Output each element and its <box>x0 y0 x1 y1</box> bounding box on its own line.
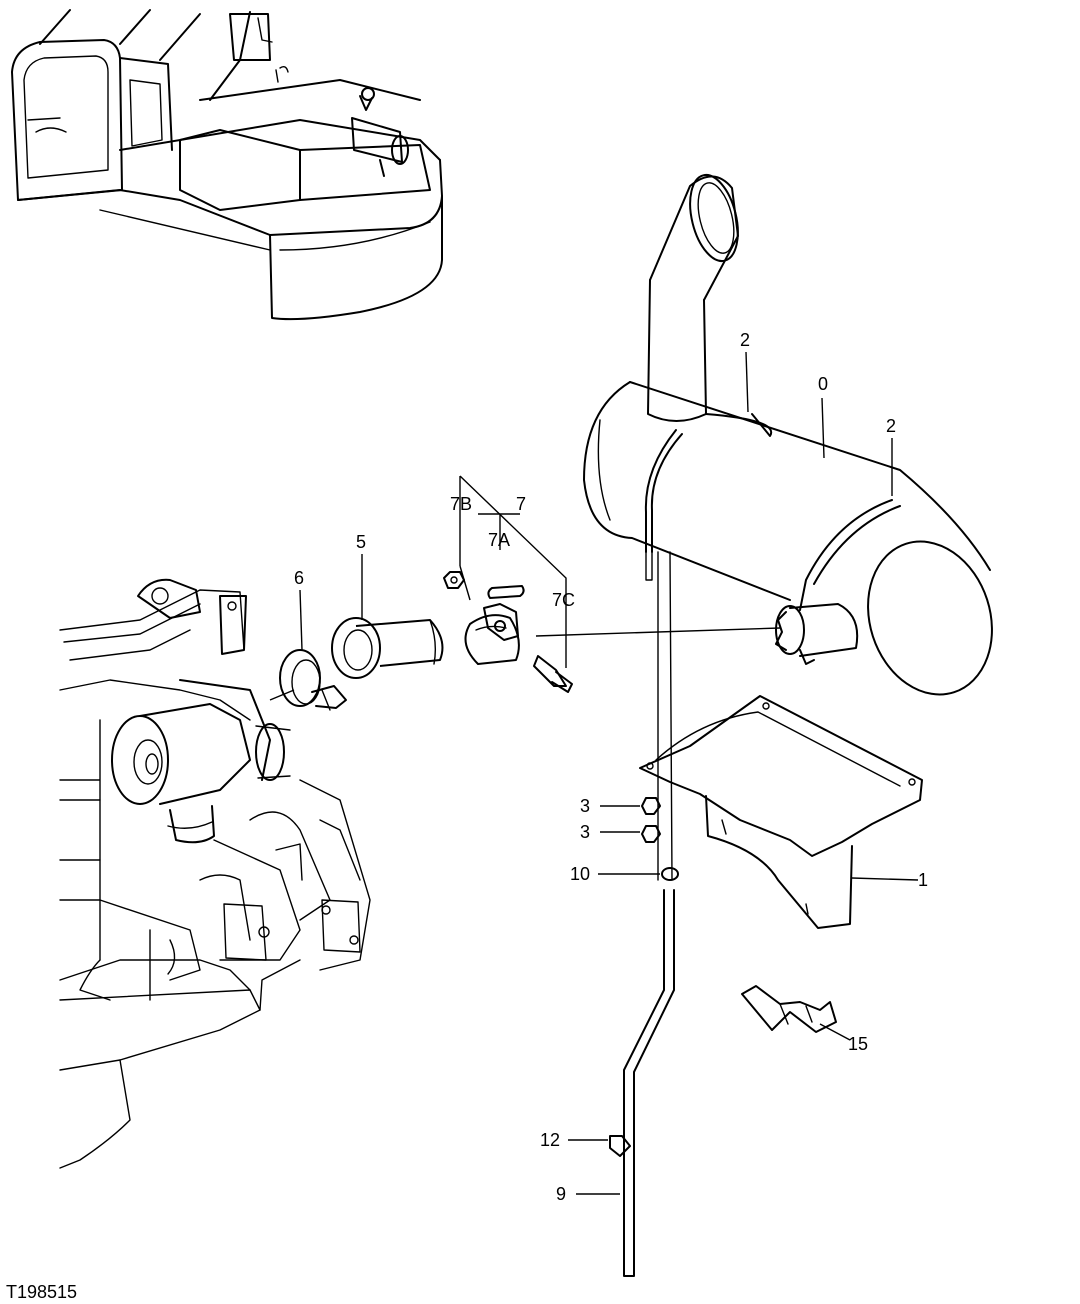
exhaust-pipe-part-5 <box>331 617 444 679</box>
callout-3-upper: 3 <box>580 796 590 816</box>
callout-7c: 7C <box>552 590 575 610</box>
engine-block <box>59 578 371 1169</box>
callout-0: 0 <box>818 374 828 394</box>
clip-part-12 <box>568 1135 631 1157</box>
callout-10: 10 <box>570 864 590 884</box>
callout-5: 5 <box>356 532 366 552</box>
callout-3-lower: 3 <box>580 822 590 842</box>
figure-id: T198515 <box>6 1282 77 1302</box>
callout-15: 15 <box>848 1034 868 1054</box>
callout-2-left: 2 <box>740 330 750 350</box>
nut-part-3-upper <box>600 797 661 815</box>
callout-7a: 7A <box>488 530 510 550</box>
tailpipe-part-9 <box>576 551 675 1277</box>
callout-12: 12 <box>540 1130 560 1150</box>
callout-2-right: 2 <box>886 416 896 436</box>
callout-6: 6 <box>294 568 304 588</box>
muffler-part-0 <box>583 173 993 696</box>
clamp-part-6 <box>269 649 347 711</box>
nut-part-3-lower <box>600 825 661 843</box>
clamp-assembly-part-7 <box>464 603 520 665</box>
bracket-part-1 <box>639 695 923 929</box>
excavator-locator-view <box>11 9 443 321</box>
bracket-part-15 <box>741 985 851 1041</box>
pin-part-7a <box>487 585 525 599</box>
callout-1: 1 <box>918 870 928 890</box>
bolt-part-7c <box>533 655 573 693</box>
nut-part-7b <box>443 571 465 589</box>
callout-7: 7 <box>516 494 526 514</box>
callout-9: 9 <box>556 1184 566 1204</box>
grommet-part-10 <box>598 867 679 881</box>
callout-7b: 7B <box>450 494 472 514</box>
